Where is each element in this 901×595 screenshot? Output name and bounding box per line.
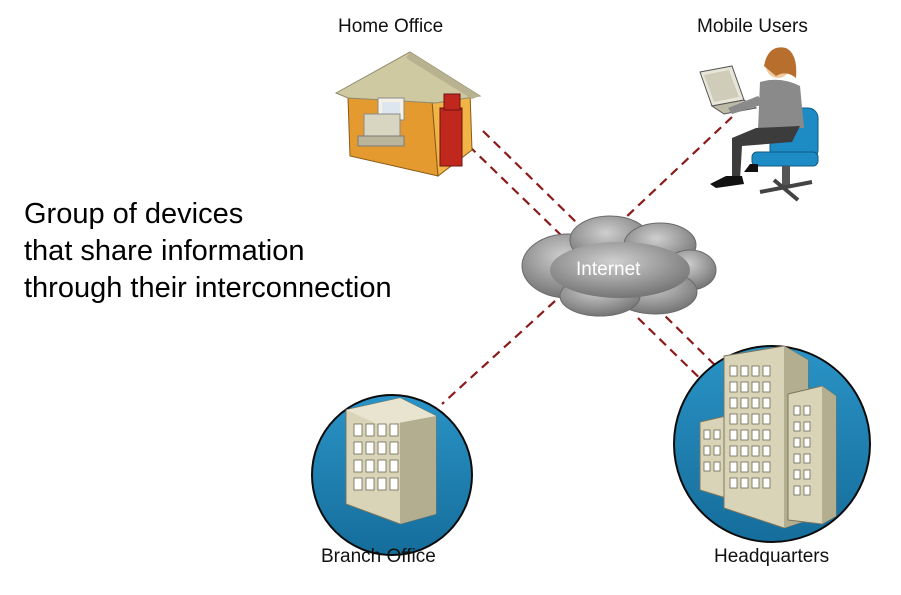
- branch-office-label: Branch Office: [321, 546, 436, 567]
- link-headquarters-a: [654, 305, 731, 381]
- description-line-1: Group of devices: [24, 198, 244, 230]
- link-headquarters-b: [637, 317, 716, 394]
- headquarters-label: Headquarters: [714, 546, 830, 567]
- house-with-computer-icon: [334, 51, 482, 177]
- network-links: [441, 116, 733, 405]
- person-with-laptop-icon: [699, 47, 819, 202]
- cloud-icon: [521, 215, 717, 317]
- office-building-icon: [311, 394, 473, 556]
- link-home-office-a: [482, 130, 579, 225]
- diagram-description: Group of devices that share information …: [24, 196, 392, 307]
- mobile-users-label: Mobile Users: [697, 16, 808, 37]
- link-mobile-users: [622, 116, 733, 221]
- link-branch-office: [441, 300, 556, 405]
- link-home-office-b: [468, 145, 565, 239]
- office-buildings-icon: [673, 345, 871, 543]
- home-office-label: Home Office: [338, 16, 444, 37]
- internet-label: Internet: [576, 259, 641, 280]
- description-line-2: that share information: [24, 235, 305, 267]
- description-line-3: through their interconnection: [24, 272, 392, 304]
